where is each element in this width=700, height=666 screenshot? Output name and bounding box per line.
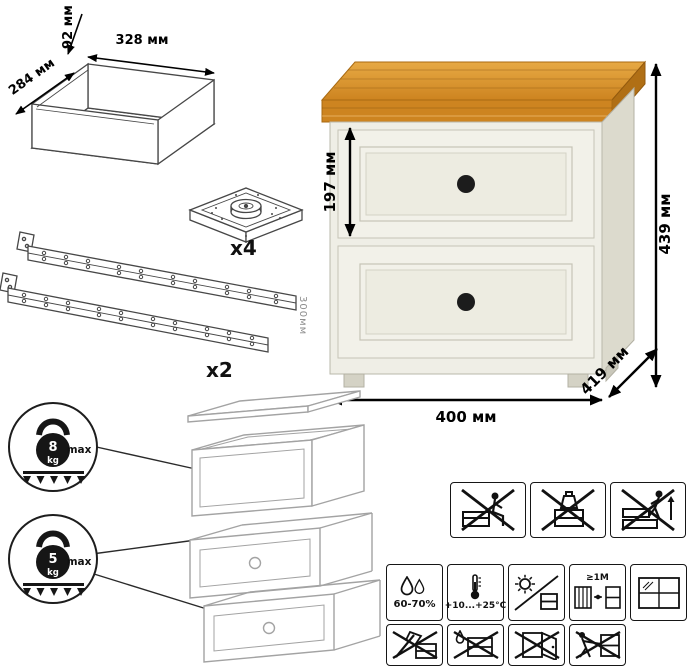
drawer-box-height-label: 92 мм [61, 5, 76, 49]
pictogram-humidity: 60-70% [386, 564, 443, 621]
pictogram-heat-distance: ≥1M [569, 564, 626, 621]
humidity-value: 60-70% [393, 598, 436, 610]
no-sitting-icon [461, 488, 515, 532]
drawer-box-width-label: 328 мм [116, 33, 169, 48]
bottom-load-weight: 5 [48, 552, 57, 567]
foot-count-label: x4 [230, 236, 257, 260]
top-drawer-knob [457, 175, 475, 193]
pictogram-no-impact [386, 624, 443, 666]
width-label: 400 мм [435, 408, 496, 426]
thermometer-icon [470, 574, 481, 600]
top-load-unit: kg [47, 456, 59, 466]
cabinet-body [329, 86, 635, 388]
drawer-box-drawing: 92 мм 328 мм 284 мм [6, 5, 216, 166]
humidity-drops-icon [400, 575, 424, 595]
bottom-drawer-knob [457, 293, 475, 311]
top-drawer-load-limit: 8 kg max [8, 402, 98, 492]
no-door-load-icon [513, 630, 560, 660]
no-climbing-icon [621, 488, 675, 532]
wood-top [320, 60, 647, 124]
pictogram-temperature: +10...+25°C [444, 564, 507, 621]
dimension-lines [329, 63, 662, 406]
load-arrows [22, 475, 85, 484]
load-arrows [22, 587, 85, 596]
pictogram-no-climbing [610, 482, 686, 538]
slide-length-label: 300мм [297, 296, 308, 336]
slides-count-label: x2 [206, 358, 233, 382]
min-distance-value: ≥1M [586, 573, 609, 583]
sun-and-cabinet-icon [514, 574, 559, 611]
top-load-max: max [66, 444, 91, 456]
no-dragging-icon [574, 630, 621, 660]
window-icon [637, 576, 680, 609]
callout-lines [91, 445, 211, 611]
foot [343, 373, 365, 388]
pictogram-no-heavy-objects [530, 482, 606, 538]
no-heavy-objects-icon [541, 488, 595, 532]
pictogram-no-sitting [450, 482, 526, 538]
kettlebell-icon: 5 kg max [22, 530, 91, 596]
nightstand-drawing: 197 мм 439 мм 400 мм 419 мм [320, 60, 674, 426]
radiator-distance-icon [573, 586, 621, 609]
slides-drawing [0, 231, 297, 353]
foot-drawing [188, 187, 304, 243]
pictogram-ventilation [630, 564, 687, 621]
drawer-box-outline [30, 62, 216, 166]
bottom-load-max: max [66, 556, 91, 568]
slide-holes [21, 250, 279, 347]
bottom-load-unit: kg [47, 568, 59, 578]
pictogram-keep-from-sunlight [508, 564, 565, 621]
pictogram-no-moisture [447, 624, 504, 666]
exploded-outline-drawing [187, 390, 381, 663]
no-moisture-icon [452, 630, 499, 660]
pictogram-no-dragging [569, 624, 626, 666]
total-height-label: 439 мм [656, 193, 674, 254]
pictogram-no-door-load [508, 624, 565, 666]
bottom-drawer-load-limit: 5 kg max [8, 514, 98, 604]
front-height-label: 197 мм [321, 151, 339, 212]
no-impact-icon [391, 630, 438, 660]
top-load-weight: 8 [48, 440, 57, 455]
foot-decor-dots [211, 194, 281, 237]
foot [567, 373, 589, 388]
kettlebell-icon: 8 kg max [22, 418, 91, 484]
drawer-box-dim-lines [15, 13, 215, 115]
temperature-range: +10...+25°C [444, 601, 507, 611]
